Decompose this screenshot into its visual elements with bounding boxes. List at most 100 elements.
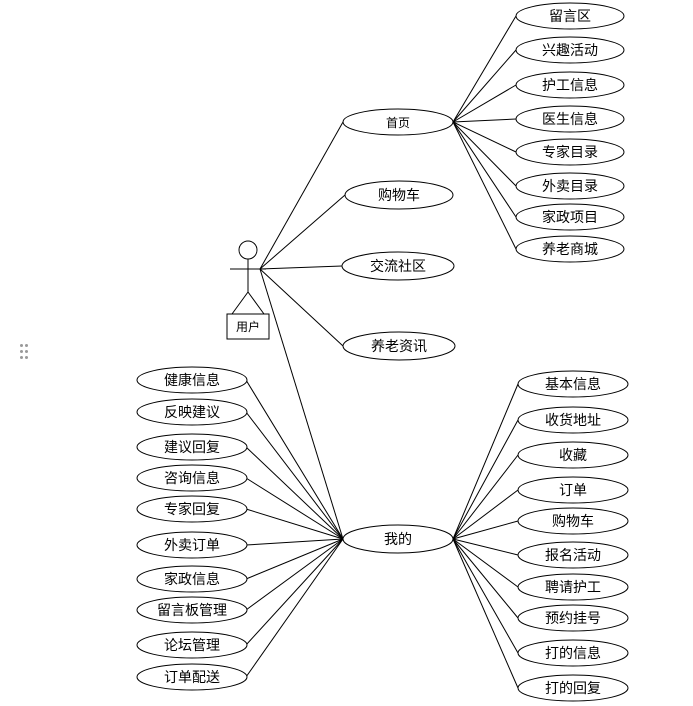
usecase-mine-right-child: 报名活动 — [517, 541, 629, 569]
usecase-home-child-shape — [515, 105, 625, 133]
usecase-mine-left-child: 咨询信息 — [136, 464, 248, 492]
usecase-mine-right-child-shape — [517, 573, 629, 601]
edge-home-child — [452, 84, 517, 123]
usecase-home-label: 首页 — [386, 116, 410, 130]
usecase-home-child: 外卖目录 — [515, 172, 625, 200]
usecase-mine-left-child-shape — [136, 495, 248, 523]
usecase-mine-right-child: 聘请护工 — [517, 573, 629, 601]
edge-mine-right-child — [452, 538, 519, 654]
edge-mine-right-child — [452, 538, 519, 556]
usecase-mine-right-child-label: 订单 — [559, 483, 587, 499]
usecase-mine-right-child-shape — [517, 476, 629, 504]
edge-home-child — [452, 118, 517, 123]
usecase-mine-left-child-shape — [136, 631, 248, 659]
usecase-mine-left-child-label: 订单配送 — [164, 670, 220, 686]
edge-mine-right-child — [452, 538, 519, 588]
usecase-mine-left-child-label: 专家回复 — [164, 501, 220, 518]
usecase-mine-right-child-shape — [517, 541, 629, 569]
drag-handle-icon[interactable] — [20, 344, 30, 360]
edge-mine-left-child — [245, 538, 344, 546]
usecase-mine-left-child-label: 论坛管理 — [164, 638, 220, 654]
edge-actor-mine — [259, 268, 344, 540]
usecase-mine-left-child: 订单配送 — [136, 663, 248, 691]
usecase-home-shape — [342, 108, 454, 136]
actor-left-leg — [231, 291, 249, 315]
usecase-mine-left-child-shape — [136, 433, 248, 461]
usecase-mine-left-child-shape — [136, 565, 248, 593]
usecase-mine-right-child-label: 购物车 — [552, 513, 594, 530]
usecase-mine-left-child-shape — [136, 531, 248, 559]
usecase-mine-left-child: 健康信息 — [136, 366, 248, 394]
usecase-mine-right-child-shape — [517, 674, 629, 702]
usecase-home-child: 家政项目 — [515, 203, 625, 231]
actor-user: 用户 — [226, 240, 270, 340]
edge-mine-left-child — [245, 477, 344, 540]
usecase-home-child: 医生信息 — [515, 105, 625, 133]
usecase-mine-left-child: 外卖订单 — [136, 531, 248, 559]
usecase-home: 首页 — [342, 108, 454, 136]
usecase-mine-left-child-shape — [136, 398, 248, 426]
edge-mine-right-child — [452, 419, 519, 540]
usecase-cart: 购物车 — [344, 180, 454, 210]
usecase-mine-right-child-label: 打的信息 — [545, 645, 601, 662]
usecase-home-child-label: 养老商城 — [542, 242, 598, 258]
edge-home-child — [452, 49, 517, 123]
edge-mine-right-child — [452, 383, 519, 540]
usecase-mine-right-child: 购物车 — [517, 507, 629, 535]
edge-actor-home — [259, 121, 344, 270]
usecase-community: 交流社区 — [341, 251, 455, 281]
usecase-home-child-label: 医生信息 — [542, 111, 598, 128]
usecase-home-child-shape — [515, 203, 625, 231]
usecase-mine-label: 我的 — [384, 532, 412, 548]
edge-mine-right-child — [452, 538, 519, 689]
actor-right-leg — [247, 291, 265, 315]
usecase-home-child-shape — [515, 2, 625, 30]
diagram-edges — [245, 15, 519, 689]
usecase-mine-right-child-label: 打的回复 — [545, 680, 601, 697]
usecase-mine-left-child-shape — [136, 596, 248, 624]
usecase-cart-shape — [344, 180, 454, 210]
usecase-mine-right-child-label: 收货地址 — [545, 412, 601, 429]
edge-mine-right-child — [452, 489, 519, 540]
edge-actor-cart — [259, 194, 346, 270]
usecase-community-shape — [341, 251, 455, 281]
edge-actor-news — [259, 268, 344, 347]
usecase-community-label: 交流社区 — [370, 258, 426, 275]
actor-label: 用户 — [236, 319, 260, 334]
usecase-mine-left-child: 论坛管理 — [136, 631, 248, 659]
usecase-mine-right-child-label: 预约挂号 — [545, 611, 601, 627]
usecase-news-shape — [342, 331, 456, 361]
actor-label-box — [226, 313, 270, 340]
usecase-mine-right-child: 打的回复 — [517, 674, 629, 702]
usecase-mine-right-child-shape — [517, 406, 629, 434]
usecase-cart-label: 购物车 — [378, 187, 420, 204]
usecase-home-child: 养老商城 — [515, 235, 625, 263]
usecase-home-child: 留言区 — [515, 2, 625, 30]
usecase-mine-right-child: 收藏 — [517, 441, 629, 469]
edge-mine-left-child — [245, 538, 344, 580]
edge-mine-right-child — [452, 454, 519, 540]
usecase-mine-right-child: 收货地址 — [517, 406, 629, 434]
usecase-home-child-shape — [515, 138, 625, 166]
usecase-mine-left-child-label: 外卖订单 — [164, 538, 220, 554]
edge-mine-left-child — [245, 379, 344, 540]
usecase-mine-left-child-label: 家政信息 — [164, 571, 220, 588]
usecase-mine-left-child: 家政信息 — [136, 565, 248, 593]
usecase-mine-left-child-label: 留言板管理 — [157, 603, 227, 619]
edge-home-child — [452, 121, 517, 153]
usecase-mine-right-child-label: 聘请护工 — [545, 580, 601, 596]
usecase-home-child-shape — [515, 235, 625, 263]
edge-mine-right-child — [452, 538, 519, 619]
usecase-home-child-shape — [515, 172, 625, 200]
usecase-mine-left-child: 建议回复 — [136, 433, 248, 461]
edge-home-child — [452, 121, 517, 218]
usecase-news: 养老资讯 — [342, 331, 456, 361]
usecase-mine-left-child-label: 健康信息 — [164, 372, 220, 389]
usecase-mine-right-child-label: 基本信息 — [545, 376, 601, 393]
edge-mine-left-child — [245, 538, 344, 646]
usecase-mine-left-child-shape — [136, 663, 248, 691]
usecase-mine-left-child-label: 建议回复 — [164, 439, 220, 456]
edge-mine-left-child — [245, 508, 344, 540]
usecase-home-child-label: 家政项目 — [542, 209, 598, 226]
